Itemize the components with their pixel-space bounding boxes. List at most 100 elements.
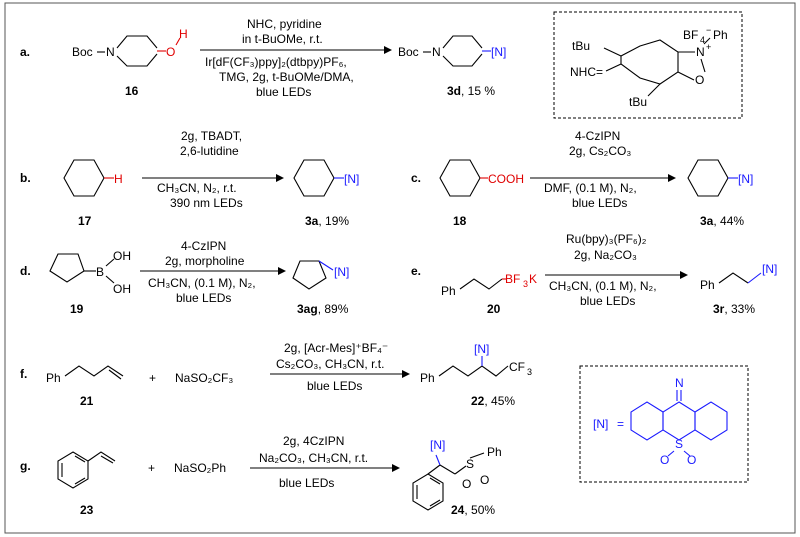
- compound-21-structure: Ph: [46, 365, 124, 385]
- compound-3r-label: 3r, 33%: [713, 302, 755, 316]
- cond-g3: blue LEDs: [279, 476, 334, 490]
- compound-18-structure: COOH: [439, 159, 524, 197]
- cond-g1: 2g, 4CzIPN: [283, 434, 344, 448]
- svg-text:B: B: [96, 265, 104, 279]
- compound-3a-c-label: 3a, 44%: [700, 214, 744, 228]
- svg-text:CF: CF: [509, 360, 525, 374]
- compound-22-label: 22, 45%: [471, 394, 515, 408]
- label-e: e.: [411, 264, 421, 278]
- svg-text:OH: OH: [113, 282, 131, 296]
- svg-text:+: +: [706, 42, 711, 52]
- svg-text:[N]: [N]: [738, 172, 753, 186]
- plus-f: +: [149, 371, 156, 385]
- scheme-frame: [4, 2, 796, 534]
- svg-text:Ph: Ph: [700, 278, 715, 292]
- svg-text:H: H: [179, 27, 188, 41]
- nhc-structure-box: [553, 11, 743, 119]
- cond-f1: 2g, [Acr-Mes]⁺BF₄⁻: [284, 341, 388, 355]
- n-definition-box: [579, 365, 749, 483]
- svg-text:BF: BF: [683, 28, 698, 42]
- arrow-d: [140, 267, 286, 275]
- svg-text:N: N: [432, 45, 441, 59]
- arrow-b: [142, 174, 284, 182]
- n-definition-structure: [N] = N S O O: [593, 376, 728, 467]
- svg-text:O: O: [166, 45, 175, 59]
- svg-text:O: O: [660, 453, 669, 467]
- compound-23-structure: [57, 451, 116, 489]
- compound-20-label: 20: [487, 302, 501, 316]
- nhc-structure: BF 4 − Ph tBu N + NHC= O tBu: [570, 25, 728, 109]
- svg-text:tBu: tBu: [629, 95, 647, 109]
- arrow-c: [530, 174, 676, 182]
- cond-a4: TMG, 2g, t-BuOMe/DMA,: [219, 70, 354, 84]
- cond-d1: 4-CzIPN: [181, 239, 226, 253]
- label-f: f.: [20, 367, 27, 381]
- compound-19-structure: B OH OH: [49, 249, 131, 296]
- compound-23-label: 23: [80, 503, 94, 517]
- compound-3a-c-structure: [N]: [687, 159, 753, 197]
- cond-a3: Ir[dF(CF₃)ppy]₂(dtbpy)PF₆,: [205, 55, 347, 69]
- cond-a2: in t-BuOMe, r.t.: [242, 32, 323, 46]
- svg-text:O: O: [695, 73, 704, 87]
- cond-e4: blue LEDs: [580, 294, 635, 308]
- cond-a5: blue LEDs: [256, 85, 311, 99]
- cond-f2: Cs₂CO₃, CH₃CN, r.t.: [276, 357, 384, 371]
- svg-text:Ph: Ph: [441, 284, 456, 298]
- reagent-nasoph: NaSO₂Ph: [174, 461, 226, 475]
- label-c: c.: [411, 171, 421, 185]
- svg-text:[N]: [N]: [334, 265, 349, 279]
- svg-text:[N]: [N]: [762, 262, 777, 276]
- compound-18-label: 18: [453, 214, 467, 228]
- svg-text:K: K: [529, 272, 537, 286]
- label-g: g.: [20, 459, 31, 473]
- svg-text:NHC=: NHC=: [570, 65, 603, 79]
- svg-text:Ph: Ph: [713, 28, 728, 42]
- cond-e3: CH₃CN, (0.1 M), N₂,: [549, 279, 657, 293]
- cond-b1: 2g, TBADT,: [181, 129, 242, 143]
- compound-3a-b-structure: [N]: [293, 159, 359, 197]
- compound-3d-label: 3d, 15 %: [447, 84, 495, 98]
- cond-d3: CH₃CN, (0.1 M), N₂,: [148, 276, 256, 290]
- compound-20-structure: Ph BF 3 K: [441, 272, 537, 298]
- compound-21-label: 21: [80, 394, 94, 408]
- compound-24-structure: [N] S O O Ph: [412, 438, 502, 511]
- svg-text:O: O: [687, 453, 696, 467]
- svg-text:COOH: COOH: [488, 172, 524, 186]
- svg-text:O: O: [480, 473, 489, 487]
- arrow-f: [270, 370, 410, 378]
- cond-d4: blue LEDs: [176, 291, 231, 305]
- svg-text:N: N: [675, 376, 684, 390]
- svg-text:H: H: [114, 172, 123, 186]
- svg-text:N: N: [696, 45, 705, 59]
- cond-f3: blue LEDs: [307, 379, 362, 393]
- compound-17-label: 17: [78, 214, 92, 228]
- compound-24-label: 24, 50%: [451, 503, 495, 517]
- label-d: d.: [20, 264, 31, 278]
- compound-3r-structure: Ph [N]: [700, 262, 777, 292]
- arrow-a: [200, 46, 392, 54]
- cond-e2: 2g, Na₂CO₃: [574, 248, 637, 262]
- cond-b4: 390 nm LEDs: [170, 196, 243, 210]
- cond-b3: CH₃CN, N₂, r.t.: [157, 181, 237, 195]
- svg-text:S: S: [466, 457, 474, 471]
- svg-text:S: S: [675, 437, 683, 451]
- arrow-e: [545, 271, 688, 279]
- compound-3ag-structure: [N]: [292, 260, 349, 290]
- svg-text:[N]: [N]: [344, 172, 359, 186]
- svg-text:Boc: Boc: [398, 45, 419, 59]
- svg-text:[N]: [N]: [593, 417, 608, 431]
- svg-text:[N]: [N]: [430, 438, 445, 452]
- svg-text:Ph: Ph: [420, 371, 435, 385]
- svg-text:[N]: [N]: [474, 342, 489, 356]
- compound-3ag-label: 3ag, 89%: [297, 302, 349, 316]
- reagent-nasocf3: NaSO₂CF₃: [175, 371, 233, 385]
- label-a: a.: [20, 45, 30, 59]
- label-b: b.: [20, 171, 31, 185]
- cond-c2: 2g, Cs₂CO₃: [569, 144, 631, 158]
- compound-17-structure: H: [63, 159, 123, 197]
- compound-16-structure: Boc N O H: [72, 27, 188, 67]
- svg-text:O: O: [462, 477, 471, 491]
- arrow-g: [250, 464, 400, 472]
- plus-g: +: [148, 461, 155, 475]
